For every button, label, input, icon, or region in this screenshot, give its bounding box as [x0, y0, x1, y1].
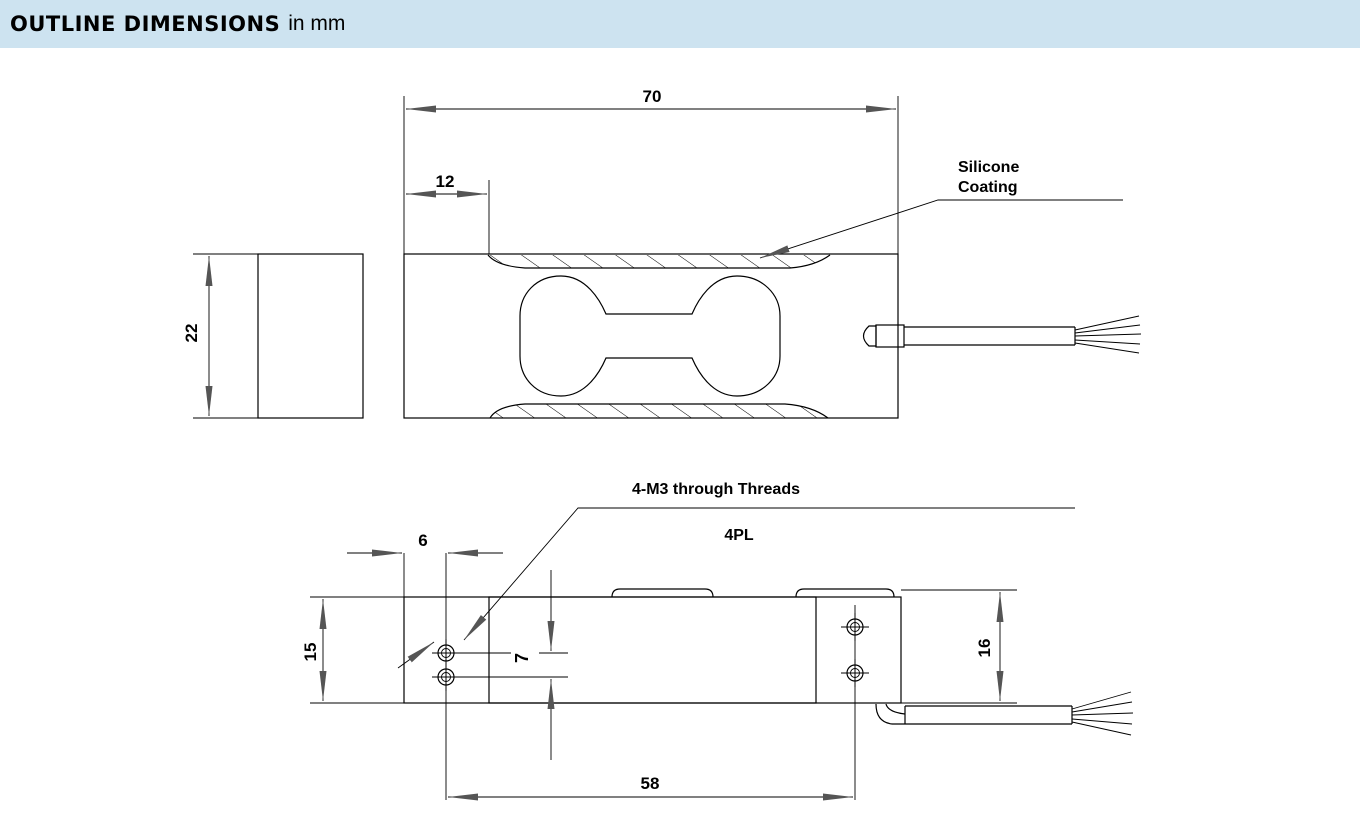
- coating-label-line1: Silicone: [958, 159, 1019, 176]
- silicone-coating-bottom: [489, 403, 829, 419]
- top-view-body: [403, 596, 902, 704]
- width-dimension-label: 15: [301, 643, 320, 662]
- section-unit: in mm: [288, 12, 346, 35]
- coating-leader-line: [759, 199, 1123, 259]
- thread-leader-line: [463, 507, 1075, 641]
- mounting-hole: [841, 613, 869, 641]
- side-view: 22 70 12: [182, 87, 1142, 419]
- hole-spacing-dimension-label: 58: [641, 774, 660, 793]
- cable-top: [875, 691, 1134, 736]
- strain-gauge-cutout: [519, 275, 781, 397]
- mounting-hole: [841, 659, 869, 687]
- silicone-coating-top-view: [488, 596, 817, 704]
- section-header: OUTLINE DIMENSIONS in mm: [0, 0, 1360, 48]
- thread-label: 4-M3 through Threads: [632, 481, 800, 498]
- coating-label-line2: Coating: [958, 179, 1018, 196]
- length-dimension-label: 70: [643, 87, 662, 106]
- silicone-coating-top: [487, 254, 831, 269]
- height-dimension-label: 22: [182, 324, 201, 343]
- overall-width-dimension-label: 16: [975, 639, 994, 658]
- mounting-hole: [432, 639, 460, 667]
- offset-dimension-label: 12: [436, 172, 455, 191]
- hole-edge-dimension-label: 6: [418, 531, 427, 550]
- load-cell-body: [403, 253, 899, 419]
- hole-pitch-dimension-label: 7: [512, 653, 532, 663]
- thread-count-label: 4PL: [724, 527, 754, 544]
- top-view: 15 16 6 58 7: [301, 481, 1134, 801]
- end-view-block: [257, 253, 364, 419]
- coating-bump-left: [611, 588, 714, 598]
- section-title: OUTLINE DIMENSIONS: [10, 12, 281, 36]
- mounting-hole: [432, 663, 460, 691]
- cable-side: [862, 315, 1142, 354]
- coating-bump-right: [795, 588, 895, 598]
